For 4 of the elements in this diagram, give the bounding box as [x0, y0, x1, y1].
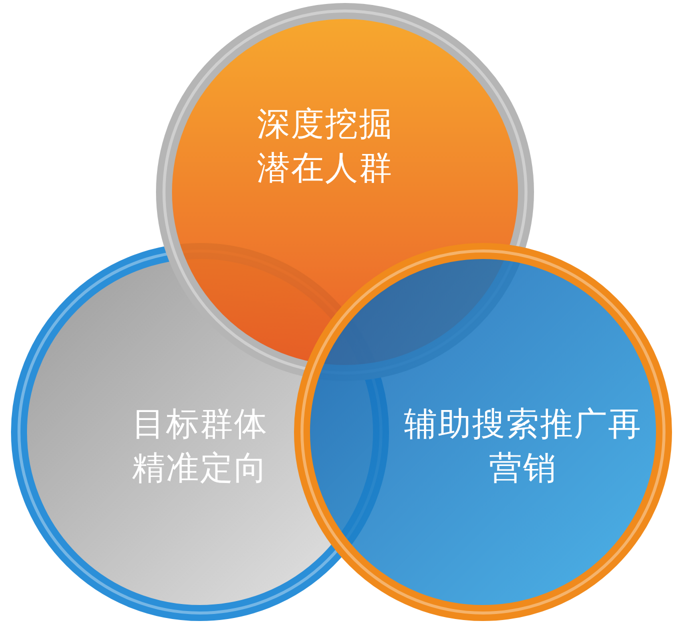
circle-label: 目标群体精准定向: [131, 403, 269, 489]
venn-circle: [293, 242, 673, 622]
circle-label: 辅助搜索推广再营销: [403, 403, 643, 489]
circle-label: 深度挖掘潜在人群: [256, 103, 394, 189]
